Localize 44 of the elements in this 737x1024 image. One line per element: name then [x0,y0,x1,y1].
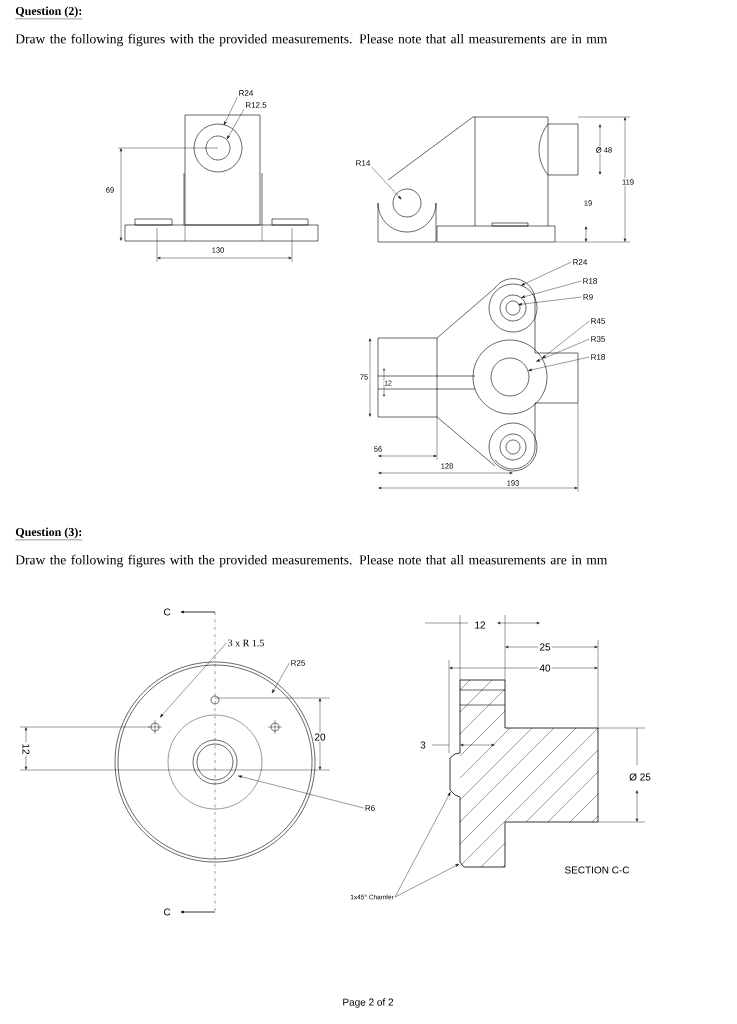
leader-line [536,338,590,362]
leader-line [528,356,590,372]
callout-label: R35 [591,336,605,342]
callout-label: R18 [583,278,597,284]
leader-line [271,662,290,694]
callout-label: 3 x R 1.5 [228,639,264,647]
section-label: C [164,608,171,616]
section-label: C [164,908,171,916]
callout-label: R24 [239,90,254,96]
callout-label: R14 [356,160,371,166]
callout-label: R25 [291,660,305,666]
side-view-drawing [377,116,579,243]
callout-label: R6 [365,805,375,811]
callout-label: R45 [591,318,605,324]
leader-line [223,96,238,126]
callout-label: R9 [583,294,593,300]
callout-label: R24 [573,259,588,265]
instruction-text: Draw the following figures with the provided measurements. Please note that all measurements are in mm [15,554,608,568]
page-number: Page 2 of 2 [343,998,394,1008]
leader-line [394,863,460,898]
leader-line [518,296,582,306]
leader-line [159,642,227,718]
callout-label: R18 [591,354,605,360]
leader-line [226,108,245,140]
leader-line [238,775,364,809]
dimension-text: 3 [419,740,427,750]
leader-line [371,166,402,200]
question-heading: Question (2): [15,6,83,20]
dimension-text: 20 [313,732,327,742]
dimension-text: 12 [473,620,487,630]
dimension-text: Ø 25 [628,772,652,782]
section-view-drawing [449,679,599,868]
leader-line [394,792,451,898]
front-view-drawing [124,114,319,242]
callout-label: R12.5 [246,102,267,108]
question-heading: Question (3): [15,527,83,541]
leader-line [521,280,582,298]
dimension-text: 25 [538,642,552,652]
instruction-text: Draw the following figures with the provided measurements. Please note that all measurements are in mm [15,33,608,47]
dimension-text: SECTION C-C [563,865,631,875]
dimension-text: 12 [21,742,31,756]
leader-line [521,261,572,286]
flange-front-view-drawing [114,661,316,863]
leader-line [542,320,590,359]
